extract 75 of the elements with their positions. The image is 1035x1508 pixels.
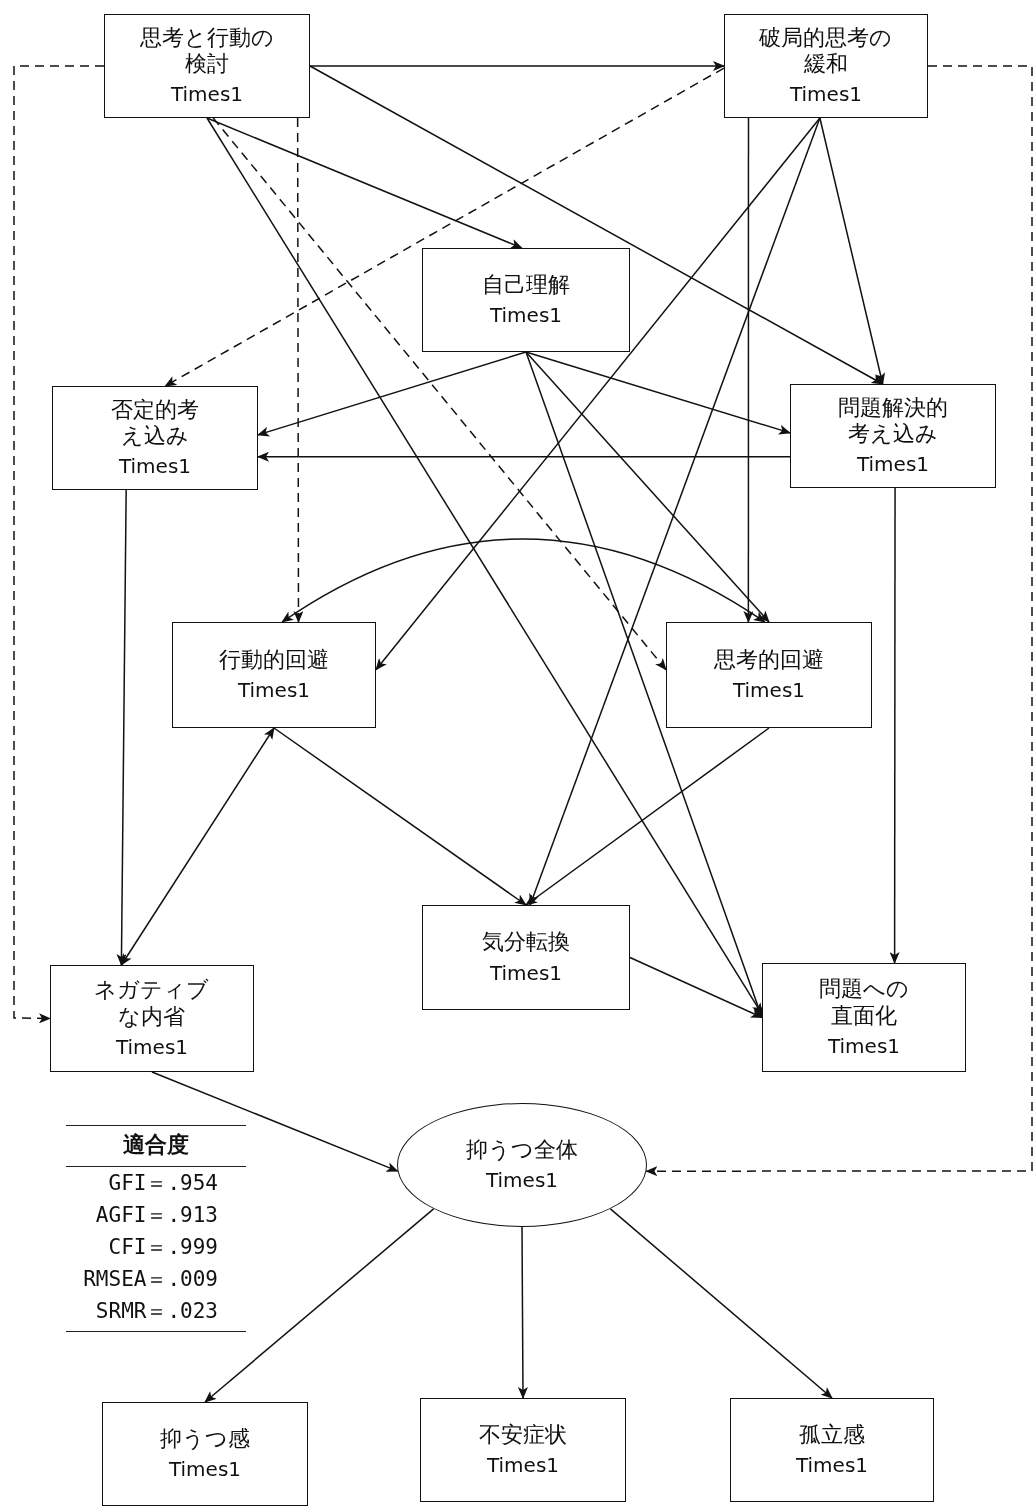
arrow (525, 351, 791, 435)
arrow (375, 117, 821, 671)
arrow (257, 451, 791, 462)
time-label: Times1 (118, 453, 192, 480)
arrow (525, 351, 764, 1019)
arrow (206, 117, 523, 249)
fit-index: SRMR＝.023 (94, 1298, 219, 1325)
arrow (13, 65, 105, 1024)
arrow (889, 487, 900, 964)
time-label: Times1 (732, 677, 806, 704)
variable-name: 行動的回避 (218, 646, 330, 674)
variable-box (422, 905, 630, 1010)
time-label: Times1 (489, 302, 563, 329)
arrow (309, 65, 884, 385)
variable-box (724, 14, 928, 118)
variable-box (666, 622, 872, 728)
arrow (164, 67, 725, 387)
variable-box (420, 1398, 626, 1502)
variable-name: ネガティブな内省 (93, 977, 211, 1030)
variable-box (762, 963, 966, 1072)
variable-name: 気分転換 (481, 929, 571, 956)
variable-name: 否定的考え込み (110, 396, 200, 450)
variable-name: 孤立感 (798, 1421, 866, 1449)
fit-index: GFI＝.954 (107, 1170, 219, 1197)
arrow (281, 538, 766, 623)
arrow (819, 117, 886, 385)
arrow (151, 1071, 399, 1172)
variable-name: 問題解決的考え込み (837, 394, 949, 448)
arrow (629, 956, 763, 1019)
variable-name: 思考と行動の検討 (139, 24, 275, 78)
variable-name: 抑うつ全体 (465, 1136, 579, 1164)
time-label: Times1 (489, 959, 563, 986)
time-label: Times1 (827, 1032, 901, 1059)
variable-name: 自己理解 (481, 271, 571, 299)
variable-box (172, 622, 376, 728)
variable-name: 問題への直面化 (818, 976, 910, 1029)
arrow (273, 727, 527, 906)
fit-index: CFI＝.999 (107, 1234, 219, 1261)
time-label: Times1 (170, 81, 244, 108)
arrow (645, 65, 1033, 1177)
time-label: Times1 (789, 81, 863, 108)
variable-box (102, 1402, 308, 1506)
variable-name: 不安症状 (478, 1421, 568, 1449)
arrow (309, 61, 725, 71)
variable-name: 抑うつ感 (159, 1425, 251, 1453)
variable-box (50, 965, 254, 1072)
variable-name: 思考的回避 (713, 646, 825, 674)
fit-index: AGFI＝.913 (94, 1202, 219, 1229)
variable-box (422, 248, 630, 352)
arrow (743, 117, 754, 623)
time-label: Times1 (115, 1033, 189, 1060)
variable-box (52, 386, 258, 490)
time-label: Times1 (795, 1452, 869, 1479)
arrow (257, 351, 527, 437)
time-label: Times1 (486, 1452, 560, 1479)
arrow (204, 1208, 435, 1403)
arrow (525, 727, 770, 906)
arrow (529, 117, 821, 906)
arrow (116, 489, 127, 966)
variable-box (790, 384, 996, 488)
arrow (525, 351, 770, 623)
arrow (517, 1226, 528, 1399)
fit-index: RMSEA＝.009 (82, 1266, 219, 1293)
time-label: Times1 (237, 677, 311, 704)
arrow (212, 117, 667, 671)
arrow (293, 117, 304, 623)
arrow (609, 1208, 833, 1399)
variable-box (104, 14, 310, 118)
table-heading: 適合度 (122, 1131, 190, 1159)
time-label: Times1 (856, 451, 930, 478)
variable-box (730, 1398, 934, 1502)
time-label: Times1 (485, 1167, 559, 1194)
time-label: Times1 (168, 1456, 242, 1483)
arrow (120, 727, 275, 966)
variable-name: 破局的思考の緩和 (758, 24, 894, 78)
